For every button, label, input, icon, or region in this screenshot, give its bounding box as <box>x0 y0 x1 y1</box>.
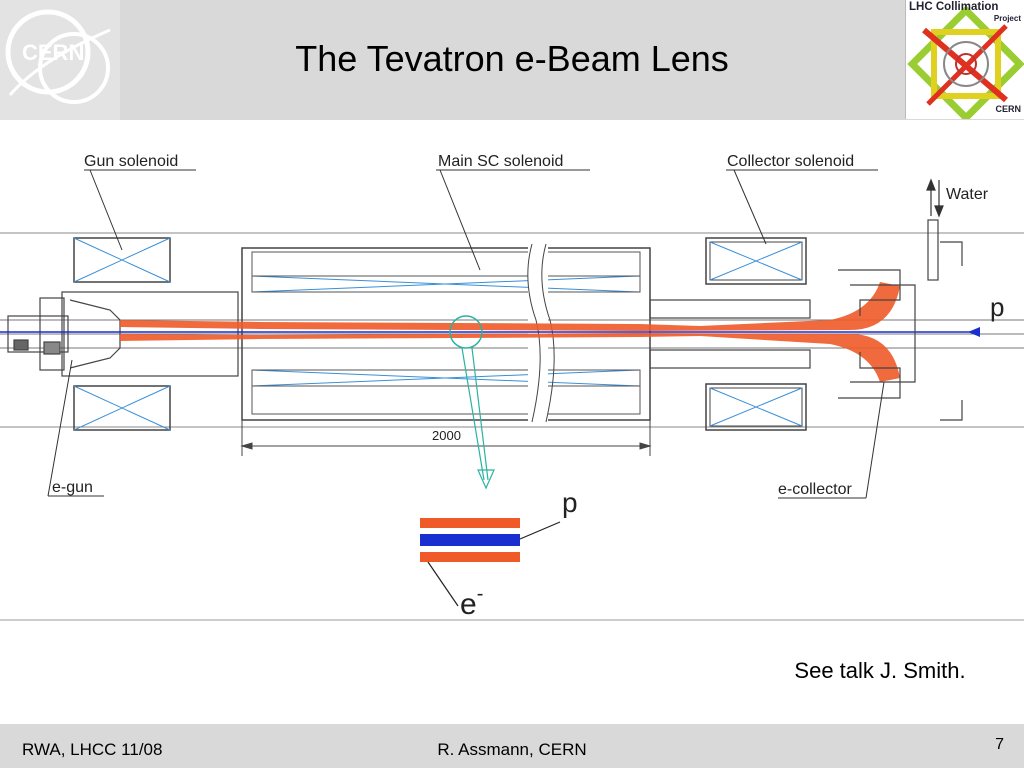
main-sc-solenoid <box>241 243 651 423</box>
e-beam-lens-diagram: Gun solenoid Main SC solenoid Collector … <box>0 120 1024 630</box>
electron-beam-path <box>120 282 900 382</box>
gun-solenoid-coil-bottom <box>73 385 171 431</box>
lhc-logo-line1: LHC Collimation <box>909 1 999 13</box>
magnifier <box>449 315 495 490</box>
water-arrows <box>926 178 944 218</box>
main-sc-solenoid-label: Main SC solenoid <box>438 153 563 170</box>
page-number: 7 <box>995 736 1004 753</box>
detail-electron-superscript: - <box>477 583 484 605</box>
collector-solenoid-coil-top <box>705 237 807 285</box>
collector-solenoid-coil-bottom <box>705 383 807 431</box>
slide-footer: RWA, LHCC 11/08 R. Assmann, CERN 7 <box>0 724 1024 768</box>
e-gun-label: e-gun <box>52 479 93 496</box>
lhc-logo-line2: Project <box>993 14 1021 23</box>
lhc-collimation-logo: LHC Collimation Project CERN <box>905 0 1024 119</box>
detail-electron-label: e- <box>460 583 483 621</box>
detail-electron-letter: e <box>460 588 477 621</box>
slide-header: CERN The Tevatron e-Beam Lens LHC Collim… <box>0 0 1024 120</box>
proton-beam-label: p <box>990 292 1004 322</box>
slide-title: The Tevatron e-Beam Lens <box>295 38 729 79</box>
cern-logo: CERN <box>0 0 120 120</box>
e-gun-assembly <box>7 291 239 377</box>
dimension-label: 2000 <box>432 428 461 443</box>
gun-solenoid-coil-top <box>73 237 171 283</box>
gun-solenoid-label: Gun solenoid <box>84 153 178 170</box>
leader-lines <box>47 169 885 499</box>
footer-left: RWA, LHCC 11/08 <box>22 740 163 759</box>
dimension-line <box>240 420 652 456</box>
footer-center: R. Assmann, CERN <box>437 740 587 759</box>
detail-proton-label: p <box>562 487 578 518</box>
proton-beam-arrow <box>968 327 980 337</box>
e-collector-assembly <box>649 219 963 421</box>
talk-reference-note: See talk J. Smith. <box>794 658 966 683</box>
detail-beam-inset <box>420 518 561 607</box>
water-label: Water <box>946 186 989 203</box>
lhc-logo-line3: CERN <box>995 104 1021 114</box>
collector-solenoid-label: Collector solenoid <box>727 153 854 170</box>
cern-logo-text: CERN <box>22 40 84 65</box>
e-collector-label: e-collector <box>778 481 852 498</box>
